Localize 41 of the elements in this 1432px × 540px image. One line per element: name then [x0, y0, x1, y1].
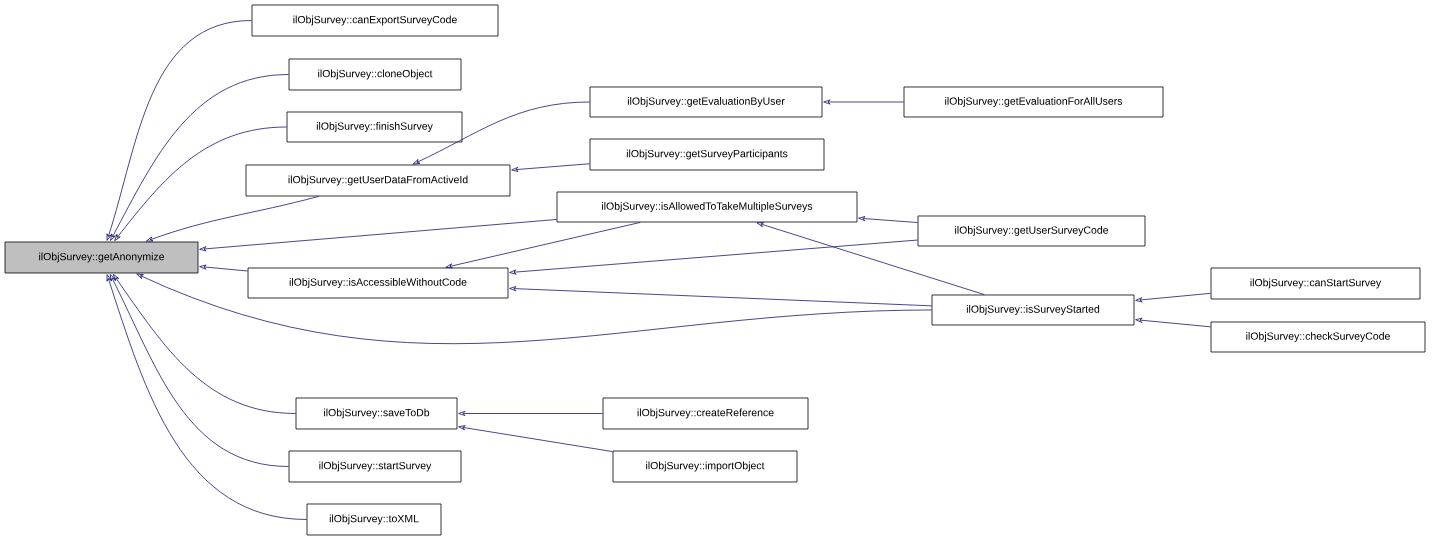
- arrow: [445, 222, 641, 269]
- arrow: [106, 20, 252, 241]
- function-box: ilObjSurvey::createReference: [602, 397, 809, 430]
- function-box: ilObjSurvey::canExportSurveyCode: [251, 4, 499, 37]
- arrow: [858, 216, 918, 223]
- arrow: [756, 222, 985, 295]
- function-box: ilObjSurvey::isAccessibleWithoutCode: [247, 267, 509, 299]
- function-box: ilObjSurvey::getUserDataFromActiveId: [245, 164, 511, 197]
- arrow: [509, 239, 918, 275]
- function-box: ilObjSurvey::getEvaluationByUser: [589, 86, 823, 118]
- arrow: [509, 286, 932, 307]
- arrow: [1135, 317, 1211, 328]
- function-box: ilObjSurvey::getAnonymize: [4, 241, 199, 274]
- function-box: ilObjSurvey::isSurveyStarted: [931, 294, 1135, 326]
- arrow: [110, 74, 289, 241]
- function-box: ilObjSurvey::canStartSurvey: [1210, 267, 1421, 300]
- arrow: [823, 99, 904, 105]
- function-box: ilObjSurvey::getUserSurveyCode: [917, 215, 1146, 247]
- function-box: ilObjSurvey::startSurvey: [288, 450, 462, 483]
- function-box: ilObjSurvey::toXML: [306, 503, 442, 536]
- function-box: ilObjSurvey::checkSurveyCode: [1210, 321, 1426, 353]
- arrow: [412, 101, 590, 165]
- arrow: [112, 274, 296, 414]
- function-box: ilObjSurvey::getSurveyParticipants: [589, 138, 825, 171]
- arrow: [146, 196, 320, 242]
- arrow: [458, 425, 613, 452]
- arrow: [199, 219, 557, 252]
- function-box: ilObjSurvey::isAllowedToTakeMultipleSurveys: [556, 191, 858, 223]
- arrow: [511, 163, 590, 172]
- arrow: [136, 273, 932, 345]
- function-box: ilObjSurvey::cloneObject: [288, 58, 462, 91]
- function-box: ilObjSurvey::importObject: [612, 450, 798, 483]
- arrow: [1135, 292, 1211, 303]
- arrow: [199, 264, 248, 272]
- function-box: ilObjSurvey::saveToDb: [295, 397, 458, 430]
- arrow: [106, 274, 307, 520]
- arrow: [109, 274, 289, 467]
- arrow: [458, 410, 603, 416]
- function-box: ilObjSurvey::getEvaluationForAllUsers: [903, 86, 1164, 118]
- function-box: ilObjSurvey::finishSurvey: [286, 111, 463, 143]
- arrow: [114, 126, 287, 241]
